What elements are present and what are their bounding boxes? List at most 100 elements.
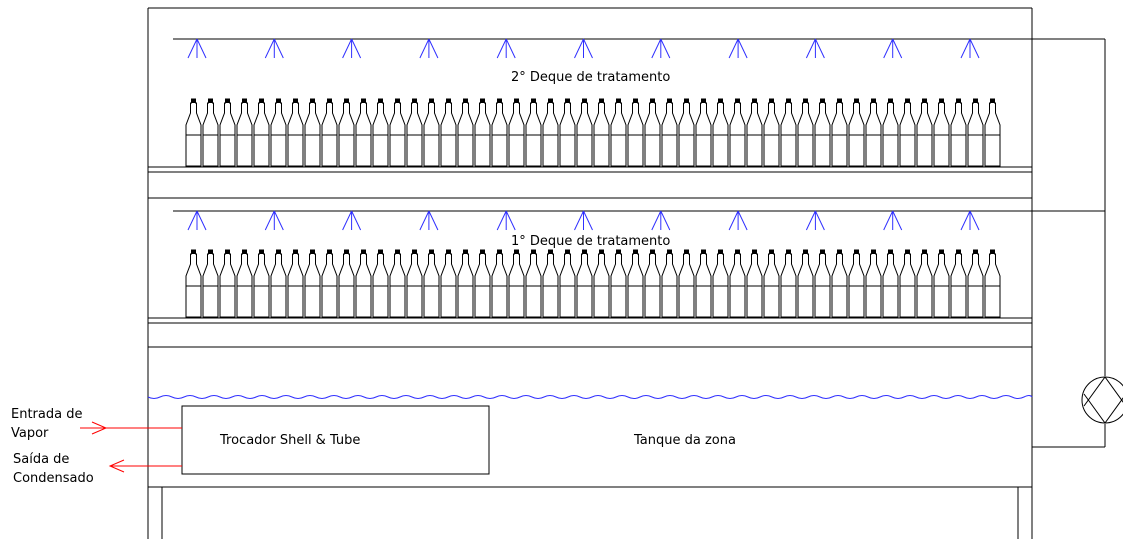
bottle-icon	[661, 98, 678, 167]
bottle-icon	[950, 249, 967, 318]
bottle-cap-icon	[208, 250, 213, 254]
bottle-cap-icon	[803, 99, 808, 103]
bottle-cap-icon	[429, 250, 434, 254]
bottle-icon	[712, 98, 729, 167]
bottle-cap-icon	[905, 250, 910, 254]
bottle-cap-icon	[208, 99, 213, 103]
bottle-cap-icon	[837, 99, 842, 103]
bottle-icon	[712, 249, 729, 318]
bottle-icon	[236, 249, 253, 318]
bottle-icon	[678, 249, 695, 318]
bottle-cap-icon	[293, 99, 298, 103]
bottle-cap-icon	[633, 250, 638, 254]
spray-nozzle-icon	[651, 38, 671, 59]
spray-nozzle-icon	[264, 210, 284, 231]
bottle-icon	[882, 98, 899, 167]
spray-nozzle-icon	[805, 210, 825, 231]
bottle-cap-icon	[191, 250, 196, 254]
bottle-icon	[984, 98, 1001, 167]
pasteurizer-frame	[147, 7, 1033, 539]
condensate-outlet-label-1: Saída de	[13, 452, 69, 467]
tank-water-surface	[147, 395, 1033, 399]
bottle-cap-icon	[718, 99, 723, 103]
bottle-icon	[338, 98, 355, 167]
bottle-cap-icon	[531, 99, 536, 103]
bottle-cap-icon	[786, 250, 791, 254]
bottle-icon	[304, 249, 321, 318]
bottle-cap-icon	[616, 99, 621, 103]
bottle-cap-icon	[497, 250, 502, 254]
bottle-cap-icon	[378, 250, 383, 254]
pump-icon	[1081, 376, 1123, 424]
bottle-icon	[287, 98, 304, 167]
bottle-icon	[593, 249, 610, 318]
bottle-icon	[763, 249, 780, 318]
bottle-cap-icon	[497, 99, 502, 103]
bottle-icon	[950, 98, 967, 167]
bottle-icon	[253, 98, 270, 167]
bottle-icon	[899, 249, 916, 318]
bottle-cap-icon	[514, 99, 519, 103]
bottle-cap-icon	[990, 250, 995, 254]
recirculation-piping	[1032, 39, 1106, 448]
bottle-icon	[253, 249, 270, 318]
bottle-cap-icon	[854, 250, 859, 254]
bottle-cap-icon	[769, 250, 774, 254]
bottle-cap-icon	[344, 99, 349, 103]
bottle-icon	[542, 98, 559, 167]
bottle-icon	[559, 249, 576, 318]
bottle-cap-icon	[701, 250, 706, 254]
bottle-icon	[474, 249, 491, 318]
bottle-icon	[304, 98, 321, 167]
bottle-icon	[610, 249, 627, 318]
bottle-icon	[508, 98, 525, 167]
bottle-cap-icon	[769, 99, 774, 103]
bottle-cap-icon	[310, 250, 315, 254]
bottle-icon	[355, 249, 372, 318]
bottle-cap-icon	[327, 99, 332, 103]
bottle-cap-icon	[463, 250, 468, 254]
steam-inlet-arrow	[80, 421, 182, 435]
bottle-icon	[457, 98, 474, 167]
bottle-cap-icon	[667, 99, 672, 103]
bottle-cap-icon	[548, 250, 553, 254]
bottle-icon	[440, 249, 457, 318]
bottle-cap-icon	[956, 99, 961, 103]
bottle-icon	[644, 98, 661, 167]
bottle-icon	[882, 249, 899, 318]
bottle-icon	[984, 249, 1001, 318]
bottle-cap-icon	[514, 250, 519, 254]
bottle-icon	[814, 249, 831, 318]
bottle-cap-icon	[276, 99, 281, 103]
bottle-icon	[355, 98, 372, 167]
bottle-cap-icon	[803, 250, 808, 254]
deck2-label: 2° Deque de tratamento	[511, 70, 670, 85]
bottle-icon	[627, 249, 644, 318]
bottle-icon	[406, 98, 423, 167]
spray-nozzle-icon	[960, 210, 980, 231]
bottle-cap-icon	[786, 99, 791, 103]
bottle-cap-icon	[463, 99, 468, 103]
bottle-cap-icon	[446, 250, 451, 254]
bottle-cap-icon	[922, 250, 927, 254]
spray-nozzle-icon	[574, 210, 593, 231]
bottle-cap-icon	[599, 99, 604, 103]
spray-nozzle-icon	[419, 38, 439, 59]
bottle-cap-icon	[276, 250, 281, 254]
bottle-icon	[780, 249, 797, 318]
bottle-cap-icon	[225, 99, 230, 103]
bottle-icon	[831, 249, 848, 318]
bottle-icon	[185, 98, 202, 167]
bottle-cap-icon	[990, 99, 995, 103]
spray-nozzle-icon	[419, 210, 439, 231]
bottle-icon	[423, 249, 440, 318]
spray-nozzle-icon	[342, 38, 362, 59]
bottle-icon	[933, 98, 950, 167]
bottle-cap-icon	[565, 99, 570, 103]
bottle-cap-icon	[684, 99, 689, 103]
bottle-cap-icon	[582, 99, 587, 103]
deck1-label: 1° Deque de tratamento	[511, 234, 670, 249]
bottle-cap-icon	[242, 99, 247, 103]
bottle-icon	[746, 249, 763, 318]
bottle-icon	[695, 98, 712, 167]
